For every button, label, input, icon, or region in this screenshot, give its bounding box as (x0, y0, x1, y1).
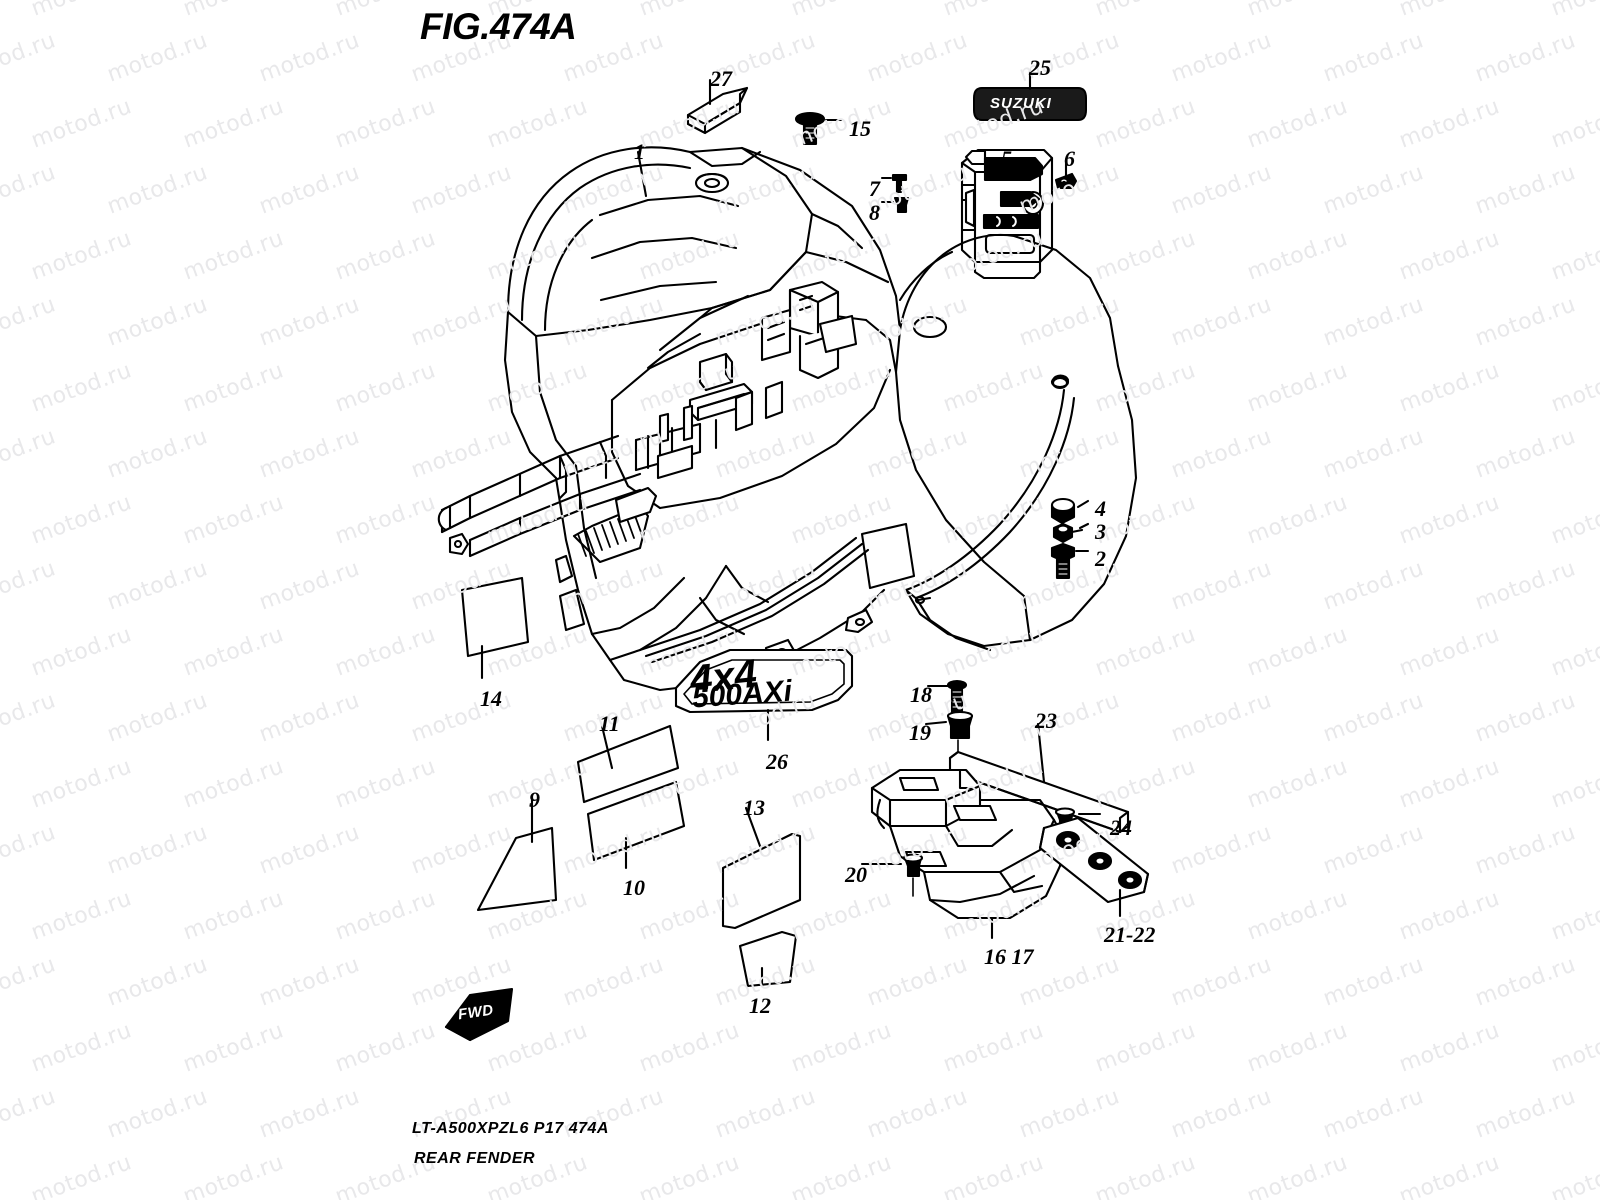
figure-title: FIG.474A (420, 6, 577, 47)
callout-2-bolt: 2 (1095, 546, 1106, 571)
part-2-bolt (1052, 544, 1074, 578)
callout-1-rear-fender-body: 1 (634, 139, 645, 164)
part-7-screw (893, 175, 906, 192)
callout-14-decal: 14 (480, 686, 502, 711)
part-5-bracket (962, 150, 1052, 278)
part-12-decal (740, 932, 796, 986)
part-15-screw (796, 113, 824, 144)
callout-6-clip: 6 (1064, 146, 1075, 171)
callout-5-bracket: 5 (1001, 146, 1012, 171)
callout-26-model-decal: 26 (766, 749, 788, 774)
leader-11 (602, 726, 612, 768)
part-25-suzuki-emblem (974, 88, 1086, 120)
callout-12-decal: 12 (749, 993, 771, 1018)
callout-21-22-grommets: 21-22 (1104, 922, 1156, 947)
part-19-grommet (948, 712, 972, 764)
part-6-clip (1056, 174, 1076, 188)
figure-caption-name: REAR FENDER (414, 1150, 536, 1167)
part-9-decal (478, 828, 556, 910)
leader-3 (1080, 524, 1088, 528)
callout-20-screw: 20 (845, 862, 867, 887)
leader-19 (926, 722, 946, 724)
forward-arrow-label: FWD (456, 1001, 495, 1024)
part-8-grommet (895, 198, 908, 212)
callout-15-screw: 15 (849, 116, 871, 141)
leader-23 (1038, 724, 1044, 782)
callout-13-decal: 13 (743, 795, 765, 820)
callout-4-nut: 4 (1095, 496, 1106, 521)
leader-13 (746, 808, 760, 846)
callout-19-grommet: 19 (909, 720, 931, 745)
part-27-cushion (688, 88, 747, 133)
suzuki-emblem-text: SUZUKI (990, 95, 1052, 112)
callout-27-cushion: 27 (710, 66, 732, 91)
callout-25-suzuki-emblem: 25 (1029, 55, 1051, 80)
callout-16-17-mudguard: 16 17 (984, 944, 1034, 969)
callout-24-screw: 24 (1110, 815, 1132, 840)
part-20-screw (904, 855, 922, 897)
forward-arrow-icon (446, 989, 512, 1040)
leader-4 (1078, 501, 1088, 507)
part-4-nut (1052, 499, 1074, 523)
callout-9-decal: 9 (529, 787, 540, 812)
part-13-decal (723, 834, 800, 928)
figure-caption-model: LT-A500XPZL6 P17 474A (412, 1120, 609, 1137)
part-14-decal (462, 578, 528, 656)
part-1-rear-fender-body (439, 147, 1136, 690)
callout-7-screw: 7 (869, 176, 880, 201)
part-21-22-grommet-strip (1040, 818, 1148, 902)
part-11-decal (578, 726, 678, 802)
callout-18-bolt: 18 (910, 682, 932, 707)
callout-10-decal: 10 (623, 875, 645, 900)
part-26-model-decal (676, 650, 852, 712)
decal-model-text: 500AXi (690, 674, 794, 715)
callout-23-rubber-strip: 23 (1035, 708, 1057, 733)
part-10-decal (588, 782, 684, 860)
callout-8-grommet: 8 (869, 200, 880, 225)
part-3-washer (1054, 524, 1082, 542)
callout-11-decal: 11 (599, 711, 620, 736)
leader-1 (638, 152, 646, 196)
callout-3-washer: 3 (1095, 519, 1106, 544)
part-23-rubber-strip (950, 752, 1128, 832)
